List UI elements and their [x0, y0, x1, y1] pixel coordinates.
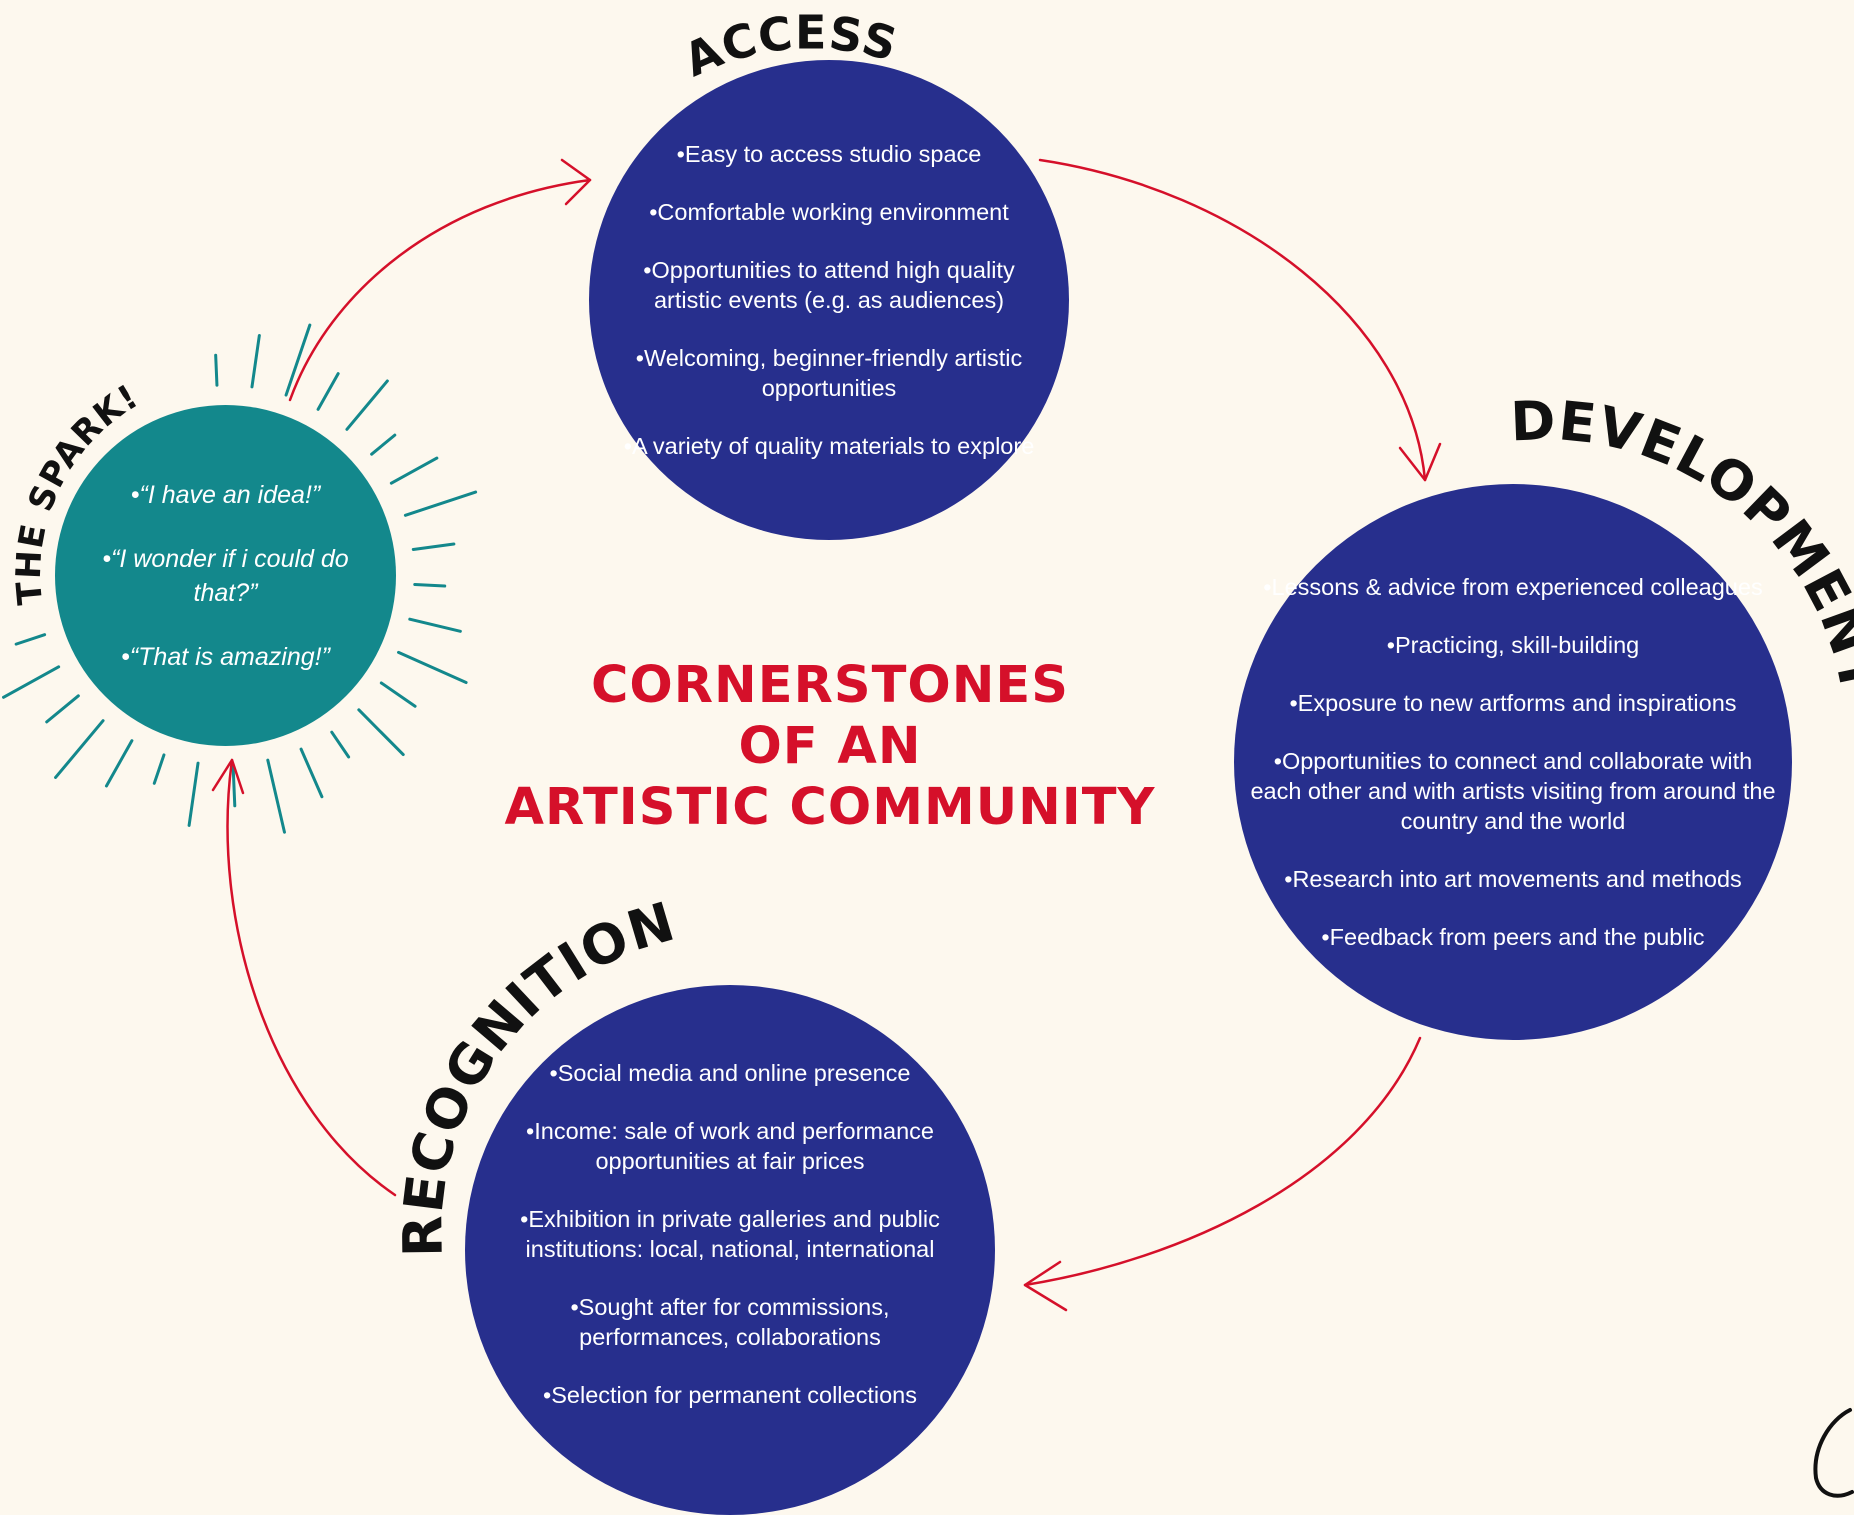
- spark-ray: [370, 433, 397, 456]
- development-item: •Opportunities to connect and collaborat…: [1250, 748, 1776, 834]
- title-line: ARTISTIC COMMUNITY: [504, 778, 1156, 837]
- spark-ray: [357, 708, 405, 757]
- spark-ray: [45, 694, 80, 724]
- spark-ray: [214, 353, 219, 387]
- spark-item: •“I have an idea!”: [130, 480, 321, 509]
- title-line: CORNERSTONES: [591, 656, 1069, 715]
- recognition-item: •Income: sale of work and performance op…: [526, 1118, 934, 1174]
- development-item: •Research into art movements and methods: [1284, 866, 1742, 892]
- development-item: •Feedback from peers and the public: [1321, 924, 1705, 950]
- spark-ray: [299, 747, 324, 799]
- spark-ray: [379, 681, 417, 708]
- spark-ray: [345, 379, 389, 431]
- spark-ray: [231, 763, 237, 808]
- spark-ray: [250, 333, 261, 389]
- spark-ray: [152, 753, 166, 785]
- arrow-spark-to-access: [288, 158, 592, 402]
- access-item: •A variety of quality materials to explo…: [623, 433, 1035, 459]
- recognition-circle: •Social media and online presence •Incom…: [465, 985, 995, 1515]
- spark-ray: [104, 739, 134, 788]
- title-line: OF AN: [738, 717, 922, 776]
- spark-ray: [403, 490, 478, 517]
- spark-ray: [408, 617, 462, 633]
- recognition-item: •Selection for permanent collections: [543, 1382, 917, 1408]
- spark-rays: [2, 323, 478, 834]
- access-circle: •Easy to access studio space •Comfortabl…: [589, 60, 1069, 540]
- spark-ray: [187, 761, 200, 827]
- development-item: •Practicing, skill-building: [1386, 632, 1640, 658]
- spark-ray: [316, 372, 340, 411]
- arrow-recognition-to-spark: [211, 758, 397, 1197]
- development-circle: •Lessons & advice from experienced colle…: [1234, 484, 1792, 1040]
- recognition-item: •Social media and online presence: [549, 1060, 911, 1086]
- arrow-access-to-development: [1038, 158, 1442, 482]
- access-item: •Comfortable working environment: [649, 199, 1009, 225]
- spark-ray: [266, 758, 286, 834]
- spark-item: •“I wonder if i could do that?”: [102, 544, 349, 607]
- access-item: •Opportunities to attend high quality ar…: [643, 257, 1015, 313]
- access-item: •Welcoming, beginner-friendly artistic o…: [635, 345, 1023, 401]
- spark-ray: [389, 456, 439, 485]
- spark-circle: •“I have an idea!” •“I wonder if i could…: [55, 405, 396, 746]
- development-item: •Exposure to new artforms and inspiratio…: [1289, 690, 1737, 716]
- spark-item: •“That is amazing!”: [121, 642, 330, 671]
- spark-ray: [413, 582, 447, 588]
- corner-mark: [1813, 1408, 1854, 1498]
- recognition-item: •Sought after for commissions, performan…: [570, 1294, 890, 1350]
- spark-ray: [330, 730, 351, 759]
- development-item: •Lessons & advice from experienced colle…: [1263, 574, 1763, 600]
- spark-ray: [14, 633, 47, 646]
- spark-ray: [411, 542, 456, 551]
- spark-ray: [2, 665, 61, 699]
- spark-ray: [397, 650, 468, 685]
- diagram-title: CORNERSTONES OF AN ARTISTIC COMMUNITY: [460, 655, 1200, 838]
- spark-ray: [284, 323, 312, 397]
- access-item: •Easy to access studio space: [676, 141, 982, 167]
- spark-ray: [54, 719, 105, 779]
- recognition-item: •Exhibition in private galleries and pub…: [520, 1206, 940, 1262]
- arrow-development-to-recognition: [1023, 1036, 1422, 1312]
